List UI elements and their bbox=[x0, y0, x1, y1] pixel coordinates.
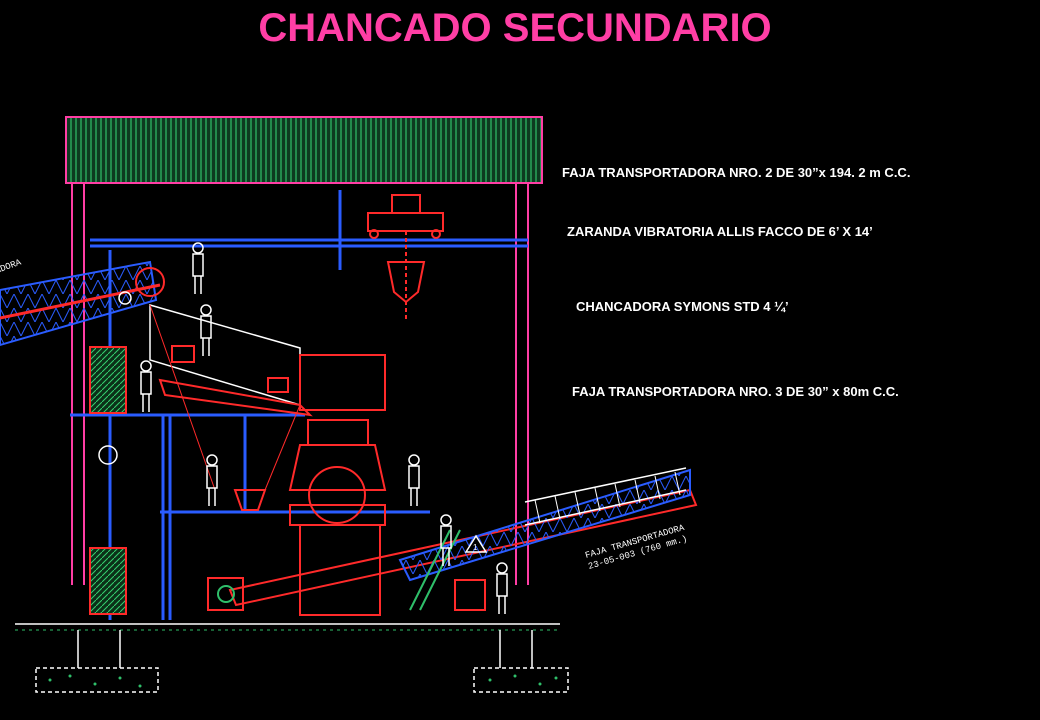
ground bbox=[15, 623, 560, 631]
marker-1: 1 bbox=[473, 543, 478, 552]
zaranda-screen bbox=[149, 304, 313, 511]
electrical-panels bbox=[89, 346, 127, 615]
label-zaranda: ZARANDA VIBRATORIA ALLIS FACCO DE 6’ X 1… bbox=[567, 224, 873, 239]
chancadora-crusher bbox=[288, 354, 387, 616]
conveyor-left-text: ADORA bbox=[0, 257, 23, 276]
page-title: CHANCADO SECUNDARIO bbox=[258, 6, 772, 50]
ground-equipment bbox=[207, 577, 486, 611]
stair-platform: 1 bbox=[409, 529, 488, 611]
human-figures bbox=[140, 242, 508, 614]
conveyor-faja-2: ADORA bbox=[0, 257, 165, 347]
foundations bbox=[35, 630, 569, 693]
hoist bbox=[367, 194, 444, 320]
building-frame bbox=[71, 183, 529, 585]
label-faja-3: FAJA TRANSPORTADORA NRO. 3 DE 30” x 80m … bbox=[572, 384, 899, 399]
label-chancadora: CHANCADORA SYMONS STD 4 ¼’ bbox=[576, 299, 789, 314]
roof bbox=[65, 116, 543, 184]
label-faja-2: FAJA TRANSPORTADORA NRO. 2 DE 30”x 194. … bbox=[562, 165, 911, 180]
